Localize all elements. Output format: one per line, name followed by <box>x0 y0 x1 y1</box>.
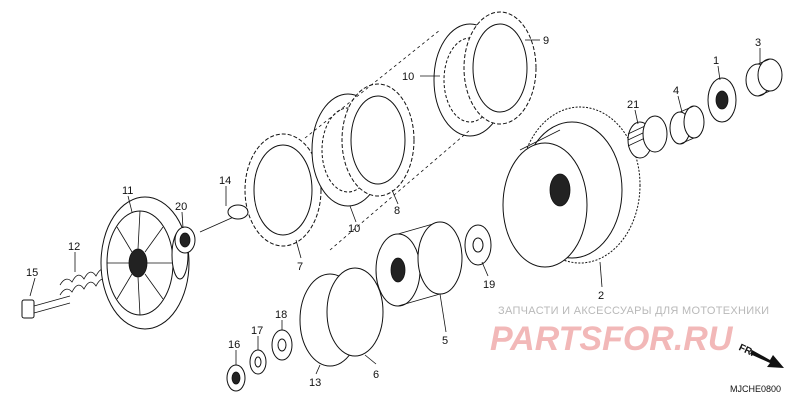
callout-20: 20 <box>175 201 187 213</box>
direction-indicator: FR. <box>737 342 784 368</box>
callout-15: 15 <box>26 267 38 279</box>
callout-labels: 1 2 3 4 5 6 7 8 9 10 10 11 12 13 14 15 1… <box>26 35 761 389</box>
bearing-part <box>174 226 196 254</box>
bolt-part <box>21 295 71 319</box>
callout-16: 16 <box>228 339 240 351</box>
callout-8: 8 <box>394 205 400 217</box>
callout-11: 11 <box>122 185 133 197</box>
callout-17: 17 <box>251 325 263 337</box>
snap-ring-part <box>299 267 384 367</box>
callout-1: 1 <box>713 55 719 67</box>
callout-10b: 10 <box>348 223 360 235</box>
friction-disk-part <box>244 133 322 247</box>
friction-disk-part-2 <box>341 83 415 197</box>
washer-part-3 <box>271 329 293 361</box>
washer-part <box>464 224 492 266</box>
callout-6: 6 <box>373 369 379 381</box>
watermark-logo: PARTSFOR.RU <box>490 320 734 358</box>
callout-10a: 10 <box>402 71 414 83</box>
spring-part <box>59 268 109 296</box>
callout-4: 4 <box>673 85 679 97</box>
callout-7: 7 <box>297 261 303 273</box>
callout-3: 3 <box>755 37 761 49</box>
callout-19: 19 <box>483 279 495 291</box>
arrow-right-icon <box>750 350 784 368</box>
callout-13: 13 <box>309 377 321 389</box>
callout-21: 21 <box>627 99 639 111</box>
needle-bearing-part <box>627 115 668 159</box>
leader-lines <box>29 39 761 375</box>
clutch-outer-part <box>502 106 641 268</box>
pressure-plate-part <box>100 196 190 330</box>
collar-part <box>669 105 705 145</box>
cap-part <box>745 58 783 97</box>
callout-14: 14 <box>219 175 231 187</box>
callout-9: 9 <box>543 35 549 47</box>
lifter-rod-part <box>199 204 249 233</box>
washer-part-2 <box>249 349 267 375</box>
callout-2: 2 <box>598 290 604 302</box>
watermark-tagline: ЗАПЧАСТИ И АКСЕССУАРЫ ДЛЯ МОТОТЕХНИКИ <box>498 305 769 317</box>
lock-nut-part <box>226 364 246 392</box>
friction-disk-part-3 <box>463 11 537 125</box>
hub-part <box>707 77 737 123</box>
callout-5: 5 <box>442 335 448 347</box>
callout-18: 18 <box>275 309 287 321</box>
clutch-center-part <box>375 221 463 307</box>
callout-12: 12 <box>68 241 80 253</box>
diagram-code: MJCHE0800 <box>730 384 781 394</box>
